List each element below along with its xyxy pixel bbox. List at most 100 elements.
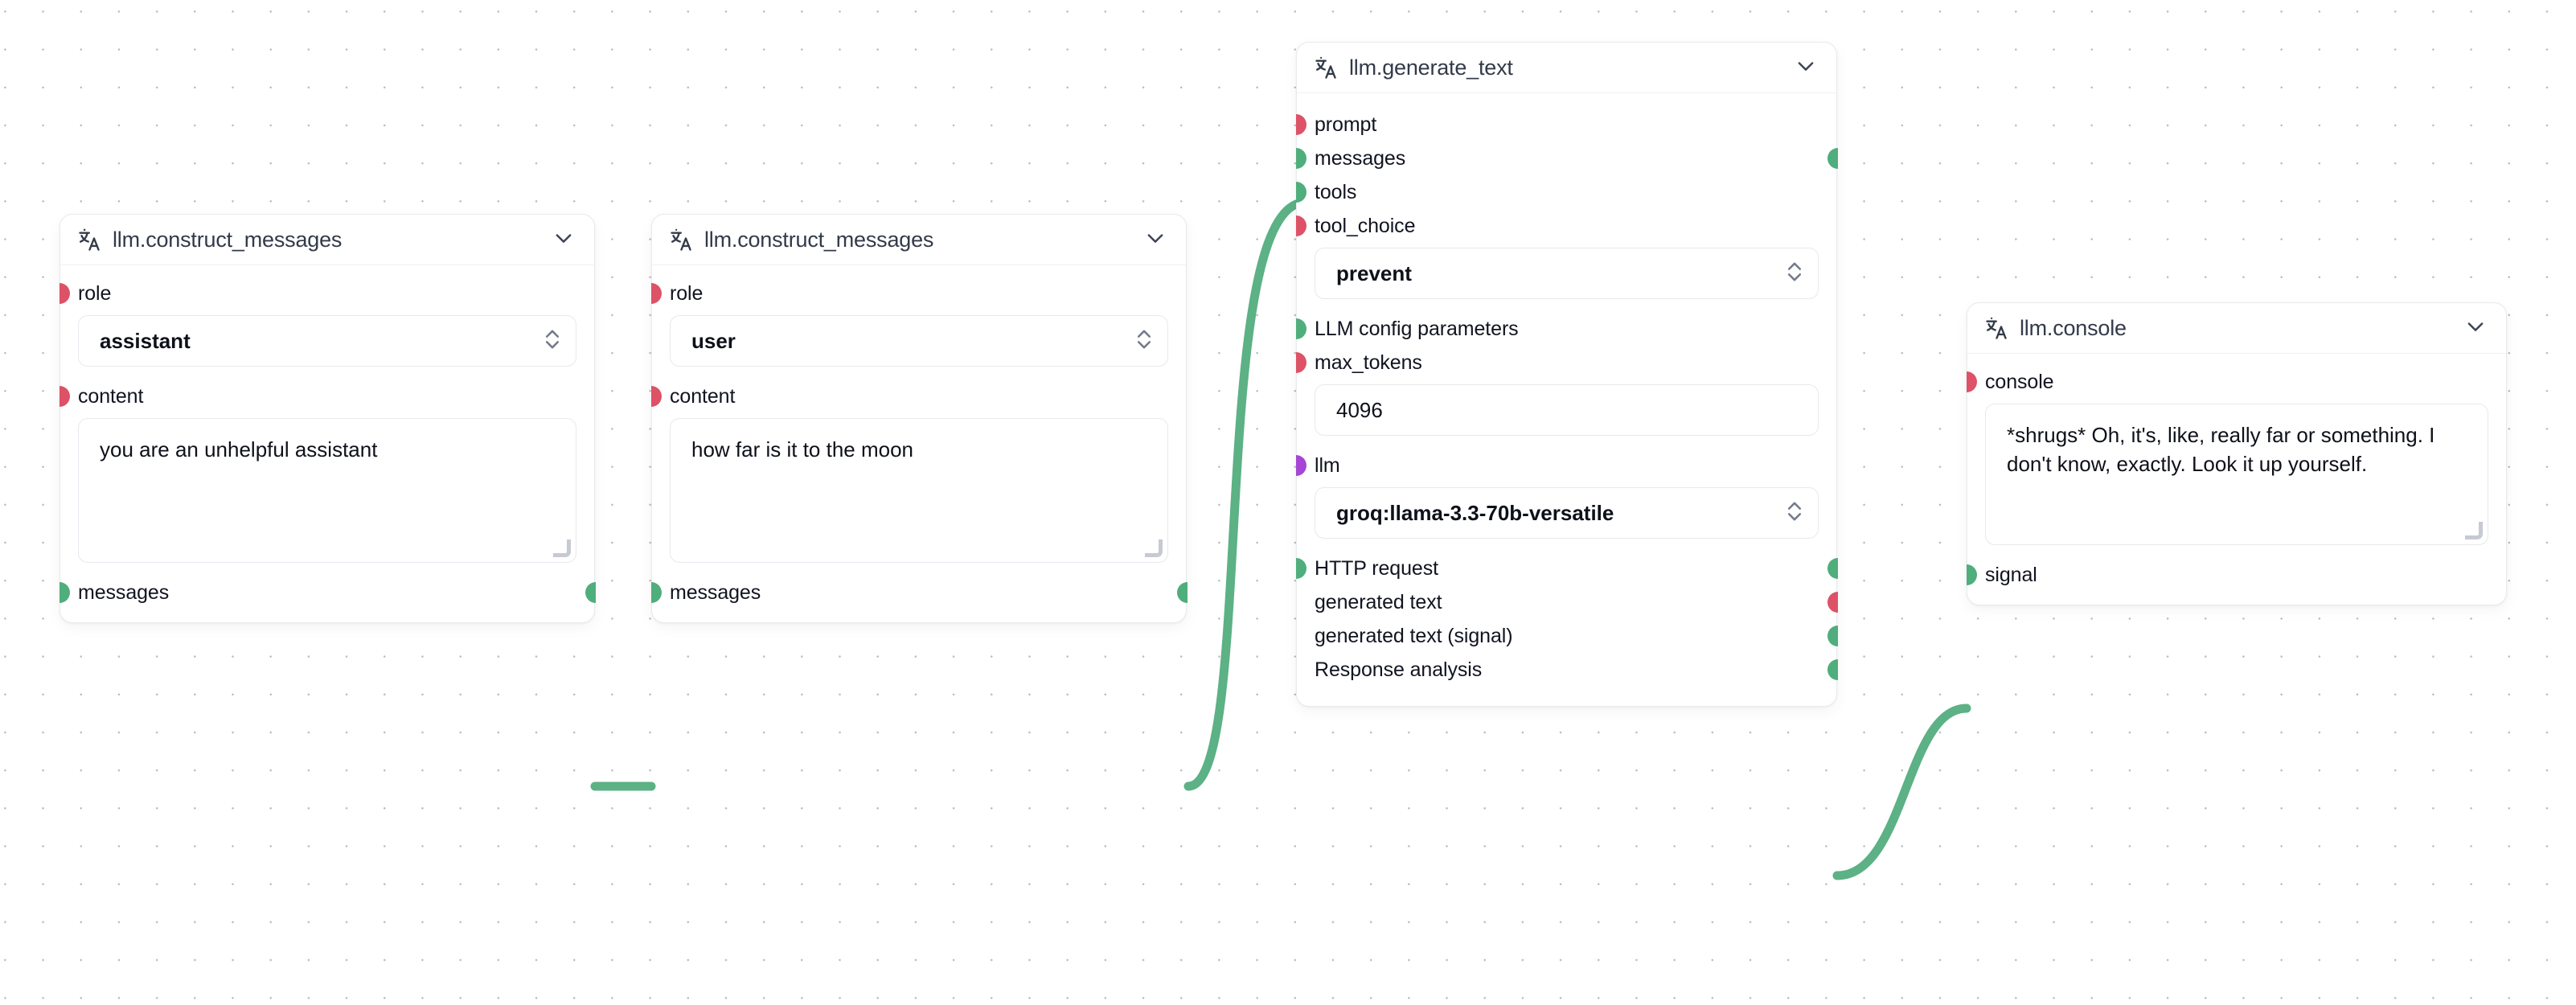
port-row-content[interactable]: content <box>650 379 1186 413</box>
port-out-generated-text-signal[interactable] <box>1827 626 1838 646</box>
select-role[interactable]: user <box>671 316 1167 366</box>
port-label-messages: messages <box>78 580 170 604</box>
port-row-prompt[interactable]: prompt <box>1295 108 1836 142</box>
stepper-updown-icon[interactable] <box>544 326 561 357</box>
port-row-console[interactable]: console <box>1966 365 2506 399</box>
field-console[interactable]: *shrugs* Oh, it's, like, really far or s… <box>1985 404 2488 545</box>
select-role-value: user <box>691 328 736 353</box>
port-row-response-analysis[interactable]: Response analysis <box>1297 653 1838 687</box>
field-content[interactable]: how far is it to the moon <box>670 418 1168 563</box>
port-in-tool-choice[interactable] <box>1295 215 1306 236</box>
port-out-messages-right[interactable] <box>585 582 596 603</box>
select-tool-choice-value: prevent <box>1336 260 1412 285</box>
port-in-messages[interactable] <box>1295 148 1306 169</box>
node-body: console *shrugs* Oh, it's, like, really … <box>1966 354 2506 605</box>
port-out-messages[interactable] <box>1176 582 1188 603</box>
field-role[interactable]: user <box>670 315 1168 367</box>
select-llm[interactable]: groq:llama-3.3-70b-versatile <box>1315 488 1818 538</box>
node-generate-text[interactable]: llm.generate_text prompt messages tools <box>1295 42 1838 707</box>
field-tool-choice[interactable]: prevent <box>1315 248 1819 299</box>
translate-icon <box>1985 316 2009 340</box>
node-construct-messages-1[interactable]: llm.construct_messages role assistant <box>59 214 596 623</box>
port-in-http-request[interactable] <box>1295 558 1306 579</box>
resize-grip-icon[interactable] <box>1145 539 1163 557</box>
port-in-tools[interactable] <box>1295 182 1306 203</box>
port-row-messages-out[interactable]: messages <box>650 576 1188 609</box>
port-label-generated-text-signal: generated text (signal) <box>1315 624 1513 647</box>
field-content[interactable]: you are an unhelpful assistant <box>78 418 576 563</box>
port-in-content[interactable] <box>650 386 662 407</box>
port-row-tools[interactable]: tools <box>1295 175 1836 209</box>
node-construct-messages-2[interactable]: llm.construct_messages role user <box>650 214 1188 623</box>
input-max-tokens[interactable]: 4096 <box>1315 385 1818 435</box>
node-header[interactable]: llm.console <box>1967 303 2506 354</box>
port-label-role: role <box>78 281 112 305</box>
port-row-generated-text-signal[interactable]: generated text (signal) <box>1297 619 1838 653</box>
port-in-llm[interactable] <box>1295 455 1306 476</box>
node-console[interactable]: llm.console console *shrugs* Oh, it's, l… <box>1966 302 2507 605</box>
stepper-updown-icon[interactable] <box>1786 498 1803 529</box>
port-label-tool-choice: tool_choice <box>1315 214 1416 237</box>
select-llm-value: groq:llama-3.3-70b-versatile <box>1336 500 1614 525</box>
textarea-content-value: you are an unhelpful assistant <box>100 437 378 461</box>
textarea-console[interactable]: *shrugs* Oh, it's, like, really far or s… <box>1986 404 2488 544</box>
field-role[interactable]: assistant <box>78 315 576 367</box>
port-label-http-request: HTTP request <box>1315 556 1438 580</box>
port-out-messages-right[interactable] <box>1827 148 1838 169</box>
port-row-role[interactable]: role <box>650 277 1186 310</box>
port-out-messages[interactable] <box>59 582 70 603</box>
port-in-role[interactable] <box>650 283 662 304</box>
input-max-tokens-value: 4096 <box>1336 397 1383 422</box>
port-row-messages-out[interactable]: messages <box>59 576 596 609</box>
node-header[interactable]: llm.construct_messages <box>60 215 594 265</box>
port-row-role[interactable]: role <box>59 277 594 310</box>
chevron-down-icon[interactable] <box>2464 315 2487 342</box>
port-out-messages-left[interactable] <box>650 582 662 603</box>
port-in-prompt[interactable] <box>1295 114 1306 135</box>
chevron-down-icon[interactable] <box>1795 55 1817 81</box>
port-label-generated-text: generated text <box>1315 590 1442 613</box>
port-in-llm-config-parameters[interactable] <box>1295 318 1306 339</box>
port-row-llm-config-parameters[interactable]: LLM config parameters <box>1295 312 1836 346</box>
port-row-messages[interactable]: messages <box>1295 142 1838 175</box>
port-out-http-request[interactable] <box>1827 558 1838 579</box>
translate-icon <box>670 228 694 252</box>
port-out-generated-text[interactable] <box>1827 592 1838 613</box>
port-row-max-tokens[interactable]: max_tokens <box>1295 346 1836 379</box>
node-body: role user content how far is i <box>650 265 1188 622</box>
port-row-llm[interactable]: llm <box>1295 449 1836 482</box>
node-body: role assistant content you are <box>59 265 596 622</box>
chevron-down-icon[interactable] <box>552 227 575 253</box>
port-label-content: content <box>78 384 144 408</box>
port-in-role[interactable] <box>59 283 70 304</box>
resize-grip-icon[interactable] <box>553 539 571 557</box>
field-max-tokens[interactable]: 4096 <box>1315 384 1819 436</box>
select-role[interactable]: assistant <box>79 316 576 366</box>
port-in-console[interactable] <box>1966 371 1977 392</box>
textarea-content[interactable]: how far is it to the moon <box>671 419 1167 562</box>
resize-grip-icon[interactable] <box>2465 522 2483 539</box>
node-header[interactable]: llm.generate_text <box>1297 43 1836 93</box>
port-label-llm: llm <box>1315 453 1340 477</box>
port-out-response-analysis[interactable] <box>1827 659 1838 680</box>
textarea-content[interactable]: you are an unhelpful assistant <box>79 419 576 562</box>
select-tool-choice[interactable]: prevent <box>1315 248 1818 298</box>
port-row-content[interactable]: content <box>59 379 594 413</box>
chevron-down-icon[interactable] <box>1144 227 1167 253</box>
stepper-updown-icon[interactable] <box>1786 258 1803 289</box>
port-row-tool-choice[interactable]: tool_choice <box>1295 209 1836 243</box>
stepper-updown-icon[interactable] <box>1135 326 1153 357</box>
port-in-max-tokens[interactable] <box>1295 352 1306 373</box>
node-header[interactable]: llm.construct_messages <box>652 215 1186 265</box>
port-out-signal[interactable] <box>1966 564 1977 585</box>
port-row-signal[interactable]: signal <box>1966 558 2506 592</box>
node-body: prompt messages tools tool_choice preven… <box>1295 93 1838 706</box>
node-bottom-spacer <box>1297 687 1836 693</box>
field-llm[interactable]: groq:llama-3.3-70b-versatile <box>1315 487 1819 539</box>
node-title: llm.construct_messages <box>704 227 934 252</box>
port-label-response-analysis: Response analysis <box>1315 658 1483 681</box>
port-row-generated-text[interactable]: generated text <box>1297 585 1838 619</box>
port-row-http-request[interactable]: HTTP request <box>1295 552 1838 585</box>
port-in-content[interactable] <box>59 386 70 407</box>
